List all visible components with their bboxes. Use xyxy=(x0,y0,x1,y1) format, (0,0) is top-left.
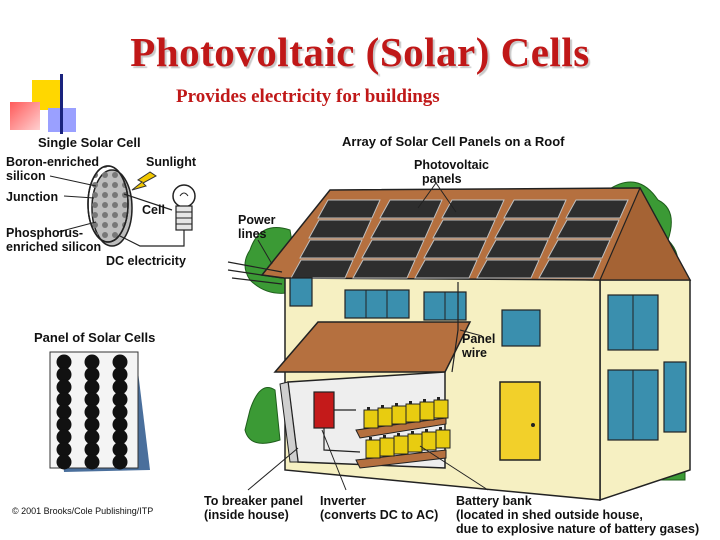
power-lines-label-line2: lines xyxy=(238,227,267,241)
battery-label-line1: Battery bank xyxy=(456,494,532,508)
battery xyxy=(422,432,436,450)
battery xyxy=(380,438,394,456)
roof-solar-panel xyxy=(557,220,619,238)
battery xyxy=(420,402,434,420)
copyright-text: © 2001 Brooks/Cole Publishing/ITP xyxy=(12,504,153,518)
battery xyxy=(408,434,422,452)
roof-solar-panel xyxy=(300,240,362,258)
battery-label-line2: (located in shed outside house, xyxy=(456,508,643,522)
phosphorus-label-line1: Phosphorus- xyxy=(6,226,83,240)
roof-solar-panel xyxy=(318,200,380,218)
house xyxy=(228,182,690,500)
battery xyxy=(406,404,420,422)
breaker-label-line2: (inside house) xyxy=(204,508,289,522)
solar-cell-dot xyxy=(113,455,128,470)
battery xyxy=(366,440,380,458)
roof-solar-panel xyxy=(442,200,504,218)
roof-solar-panel xyxy=(504,200,566,218)
battery xyxy=(394,436,408,454)
roof-solar-panel xyxy=(548,240,610,258)
roof-solar-panel xyxy=(353,260,415,278)
battery-label-line3: due to explosive nature of battery gases… xyxy=(456,522,699,536)
panel-heading: Panel of Solar Cells xyxy=(34,331,155,345)
junction-label: Junction xyxy=(6,190,58,204)
sunlight-label: Sunlight xyxy=(146,155,196,169)
battery xyxy=(378,408,392,426)
battery xyxy=(434,400,448,418)
roof-solar-panel xyxy=(424,240,486,258)
inverter-label-line2: (converts DC to AC) xyxy=(320,508,438,522)
panel-wire-label-line1: Panel xyxy=(462,332,495,346)
array-heading: Array of Solar Cell Panels on a Roof xyxy=(342,135,565,149)
roof-solar-panel xyxy=(566,200,628,218)
single-cell-heading: Single Solar Cell xyxy=(38,136,141,150)
roof-solar-panel xyxy=(486,240,548,258)
power-lines-label-line1: Power xyxy=(238,213,276,227)
pv-label-line1: Photovoltaic xyxy=(414,158,489,172)
roof-solar-panel xyxy=(291,260,353,278)
roof-solar-panel xyxy=(309,220,371,238)
panel-of-solar-cells xyxy=(50,352,150,472)
cell-label: Cell xyxy=(142,203,165,217)
panel-wire-label-line2: wire xyxy=(462,346,487,360)
roof-solar-panel xyxy=(415,260,477,278)
battery xyxy=(364,410,378,428)
pv-label-line2: panels xyxy=(422,172,462,186)
roof-solar-panel xyxy=(433,220,495,238)
roof-solar-panel xyxy=(362,240,424,258)
boron-label-line1: Boron-enriched xyxy=(6,155,99,169)
solar-cell-dot xyxy=(85,455,100,470)
roof-solar-panel xyxy=(477,260,539,278)
inverter-label-line1: Inverter xyxy=(320,494,366,508)
solar-cell-dot xyxy=(57,455,72,470)
roof-solar-panel xyxy=(371,220,433,238)
breaker-label-line1: To breaker panel xyxy=(204,494,303,508)
roof-solar-panel xyxy=(539,260,601,278)
battery xyxy=(436,430,450,448)
battery xyxy=(392,406,406,424)
roof-solar-panel xyxy=(495,220,557,238)
roof-solar-panel xyxy=(380,200,442,218)
boron-label-line2: silicon xyxy=(6,169,46,183)
dc-electricity-label: DC electricity xyxy=(106,254,186,268)
phosphorus-label-line2: enriched silicon xyxy=(6,240,101,254)
